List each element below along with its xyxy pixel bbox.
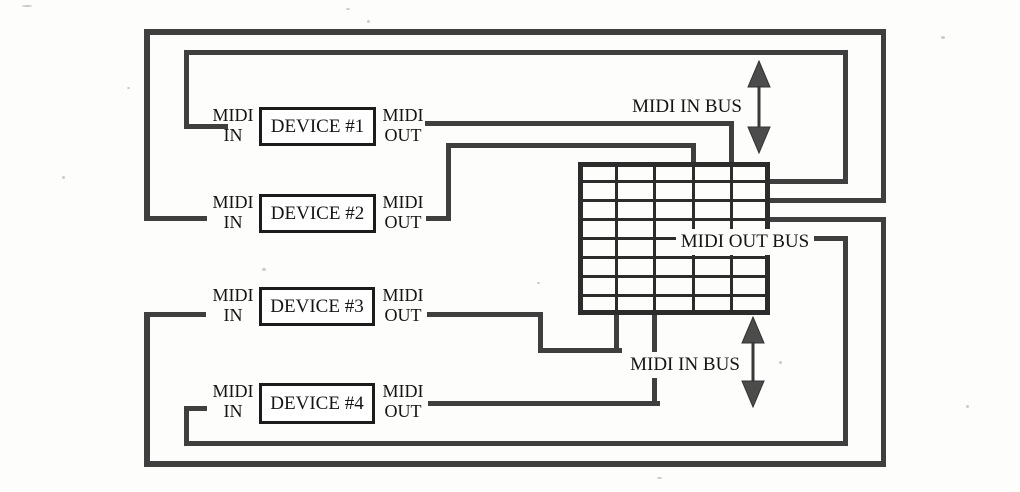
label-in: IN — [223, 305, 243, 325]
label-in: IN — [223, 212, 243, 232]
midi-out-bus-label: MIDI OUT BUS — [676, 229, 814, 255]
device-1-midi-out-label: MIDI OUT — [377, 105, 429, 145]
wire-d1-in-top — [184, 50, 848, 55]
wire-d4-in-left — [184, 406, 189, 446]
device-3-box: DEVICE #3 — [259, 287, 375, 326]
wire-d3-in-stub — [144, 312, 206, 317]
device-1-midi-in-label: MIDI IN — [208, 105, 258, 145]
scan-speck — [657, 477, 662, 479]
matrix-gridline-vertical — [653, 167, 657, 310]
wire-d2-out-stub — [426, 216, 451, 221]
scan-speck — [262, 268, 266, 271]
scan-speck — [346, 8, 350, 10]
label-out: OUT — [384, 305, 422, 325]
label-midi: MIDI — [212, 105, 254, 125]
wire-d2-in-stub — [144, 216, 207, 221]
label-out: OUT — [384, 401, 422, 421]
wire-d2-out-horizontal — [446, 143, 695, 148]
device-4-label: DEVICE #4 — [270, 392, 364, 414]
wire-d1-out-drop — [729, 121, 734, 167]
midi-in-bus-label-bottom: MIDI IN BUS — [624, 352, 746, 378]
wire-d4-in-bottom — [184, 441, 848, 446]
device-4-midi-out-label: MIDI OUT — [377, 381, 429, 421]
wire-d1-in-row-exit — [765, 179, 848, 184]
wire-d2-in-row-exit — [765, 198, 886, 203]
scan-speck — [22, 5, 32, 7]
scan-speck — [127, 87, 130, 89]
device-4-box: DEVICE #4 — [259, 383, 375, 424]
wire-d1-in-right — [843, 50, 848, 184]
device-3-midi-out-label: MIDI OUT — [377, 285, 429, 325]
wire-d4-in-stub — [184, 406, 207, 411]
wire-d3-in-right — [881, 217, 886, 466]
device-1-label: DEVICE #1 — [270, 115, 365, 137]
wire-d3-out-horizontal2 — [538, 348, 622, 353]
wire-d3-in-bottom — [144, 461, 886, 467]
scan-speck — [62, 176, 65, 179]
device-3-midi-in-label: MIDI IN — [208, 285, 258, 325]
wire-d1-in-stub — [184, 124, 228, 129]
label-in: IN — [223, 125, 243, 145]
label-in: IN — [223, 401, 243, 421]
matrix-gridline-horizontal — [583, 256, 765, 260]
device-4-midi-in-label: MIDI IN — [208, 381, 258, 421]
wire-d2-out-rise — [446, 143, 451, 221]
scan-speck — [779, 361, 782, 364]
label-midi: MIDI — [212, 192, 254, 212]
matrix-gridline-horizontal — [583, 275, 765, 279]
matrix-gridline-vertical — [614, 167, 618, 310]
label-midi: MIDI — [212, 381, 254, 401]
scan-speck — [966, 405, 969, 408]
label-out: OUT — [384, 125, 422, 145]
matrix-gridline-horizontal — [583, 237, 765, 240]
wire-d2-in-left — [144, 29, 150, 221]
label-midi: MIDI — [382, 381, 424, 401]
wire-d1-out-horizontal — [425, 121, 734, 126]
scan-speck — [367, 20, 370, 23]
wire-d2-in-right — [881, 29, 886, 203]
scan-speck — [941, 36, 945, 39]
wire-d4-out-horizontal — [428, 401, 660, 406]
device-2-midi-out-label: MIDI OUT — [377, 192, 429, 232]
midi-in-bus-label-top: MIDI IN BUS — [632, 96, 742, 117]
device-3-label: DEVICE #3 — [270, 295, 364, 317]
scan-speck — [537, 282, 540, 284]
device-1-box: DEVICE #1 — [259, 107, 376, 146]
wire-d3-out-rise — [614, 313, 619, 353]
label-midi: MIDI — [382, 105, 424, 125]
wire-d3-in-left — [144, 312, 150, 466]
label-midi: MIDI — [382, 285, 424, 305]
device-2-label: DEVICE #2 — [270, 202, 365, 224]
matrix-gridline-horizontal — [583, 217, 765, 221]
wire-d2-in-top — [144, 29, 886, 35]
device-2-box: DEVICE #2 — [259, 194, 376, 233]
midi-in-bus-arrow-bottom-icon — [741, 316, 765, 408]
midi-in-bus-arrow-top-icon — [747, 60, 771, 154]
wire-d3-out-drop — [538, 312, 543, 353]
device-2-midi-in-label: MIDI IN — [208, 192, 258, 232]
wire-d1-in-left — [184, 50, 189, 129]
wire-d4-in-right — [843, 236, 848, 446]
wire-d3-in-row-exit — [765, 217, 886, 222]
matrix-gridline-horizontal — [583, 179, 765, 183]
matrix-gridline-horizontal — [583, 294, 765, 298]
wire-d2-out-drop — [691, 143, 696, 167]
matrix-gridline-horizontal — [583, 198, 765, 202]
label-midi: MIDI — [212, 285, 254, 305]
label-out: OUT — [384, 212, 422, 232]
label-midi: MIDI — [382, 192, 424, 212]
wire-d3-out-horizontal — [427, 312, 543, 317]
